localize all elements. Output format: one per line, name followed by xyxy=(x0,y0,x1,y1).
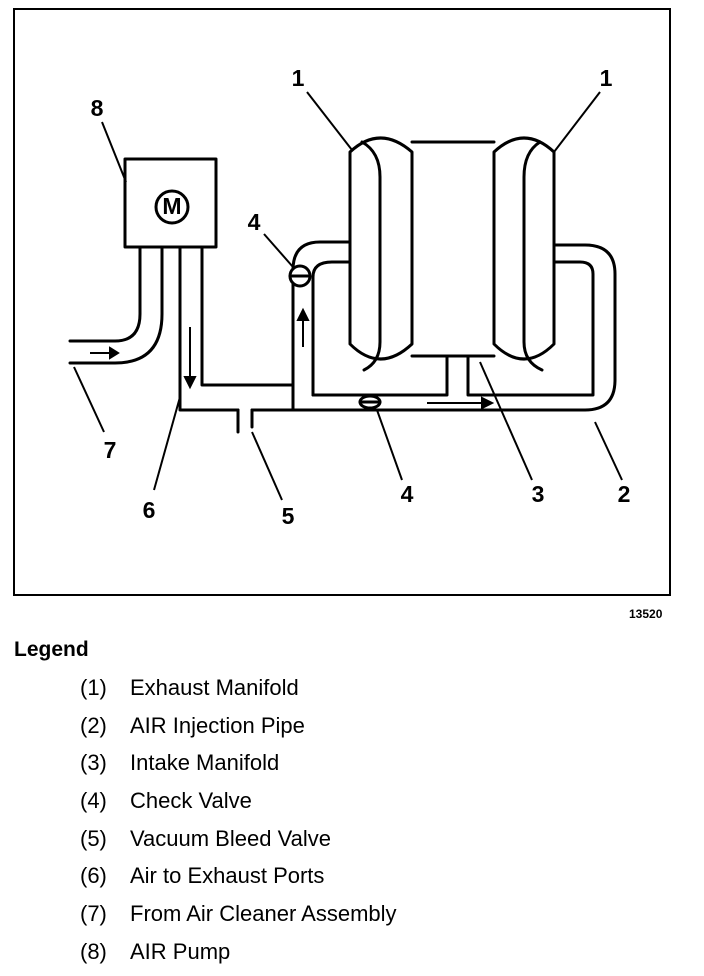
legend-item: (3) Intake Manifold xyxy=(80,749,397,787)
legend-number: (5) xyxy=(80,825,107,851)
figure-id: 13520 xyxy=(629,607,663,621)
legend-label: Intake Manifold xyxy=(130,750,280,776)
leader-1b xyxy=(553,91,601,153)
intake-manifold xyxy=(410,140,496,358)
legend-number: (2) xyxy=(80,712,107,738)
callout-4: 4 xyxy=(401,481,414,507)
lower-connector xyxy=(311,260,595,397)
motor-circle xyxy=(154,189,190,225)
exhaust-manifold-right-inner xyxy=(522,140,544,372)
legend-item: (5) Vacuum Bleed Valve xyxy=(80,825,397,863)
legend-item: (2) AIR Injection Pipe xyxy=(80,712,397,750)
legend-title: Legend xyxy=(14,638,89,661)
callout-5: 5 xyxy=(282,503,295,529)
legend-label: AIR Pump xyxy=(130,938,231,964)
callout-1: 1 xyxy=(600,65,613,91)
air-injection-pipe-bottom xyxy=(178,243,617,412)
intake-pipe-inner xyxy=(68,245,164,365)
diagram-frame: M 1 1 2 3 4 4 5 6 7 8 xyxy=(13,8,671,596)
exhaust-manifold-left-inner xyxy=(360,140,382,372)
callout-3: 3 xyxy=(532,481,545,507)
riser-inner xyxy=(311,260,354,397)
legend-number: (7) xyxy=(80,901,107,927)
legend-label: Air to Exhaust Ports xyxy=(130,863,325,889)
leader-1a xyxy=(306,91,353,151)
legend-item: (6) Air to Exhaust Ports xyxy=(80,862,397,900)
callout-4: 4 xyxy=(248,209,261,235)
legend-number: (8) xyxy=(80,938,107,964)
callout-8: 8 xyxy=(91,95,104,121)
legend-number: (1) xyxy=(80,675,107,700)
legend-label: AIR Injection Pipe xyxy=(130,712,305,738)
legend-list: (1) Exhaust Manifold (2) AIR Injection Pip… xyxy=(80,674,397,976)
leader-4a xyxy=(263,233,294,268)
intake-pipe xyxy=(68,245,142,343)
bleed-valve-tube xyxy=(236,408,254,434)
leader-6 xyxy=(153,396,181,491)
legend-label: Vacuum Bleed Valve xyxy=(130,825,331,851)
leader-3 xyxy=(479,361,533,481)
motor-symbol: M xyxy=(162,193,181,219)
callout-2: 2 xyxy=(618,481,631,507)
legend-label: From Air Cleaner Assembly xyxy=(130,901,397,927)
leader-5 xyxy=(251,431,283,501)
legend-number: (4) xyxy=(80,788,107,814)
air-system-diagram: M 1 1 2 3 4 4 5 6 7 8 xyxy=(68,65,631,529)
air-pump-box xyxy=(123,157,218,249)
callout-6: 6 xyxy=(143,497,156,523)
legend-number: (3) xyxy=(80,750,107,776)
legend-item: (4) Check Valve xyxy=(80,787,397,825)
leader-7 xyxy=(73,366,105,433)
callout-1: 1 xyxy=(292,65,305,91)
callout-7: 7 xyxy=(104,437,117,463)
leader-2 xyxy=(594,421,623,481)
outlet-pipe-right xyxy=(200,245,295,387)
legend-label: Check Valve xyxy=(130,788,252,814)
leader-8 xyxy=(101,121,127,183)
legend-item: (8) AIR Pump xyxy=(80,938,397,976)
leader-4b xyxy=(376,409,403,481)
legend-label: Exhaust Manifold xyxy=(130,675,299,700)
legend-item: (1) Exhaust Manifold xyxy=(80,674,397,712)
legend-number: (6) xyxy=(80,863,107,889)
legend-item: (7) From Air Cleaner Assembly xyxy=(80,900,397,938)
